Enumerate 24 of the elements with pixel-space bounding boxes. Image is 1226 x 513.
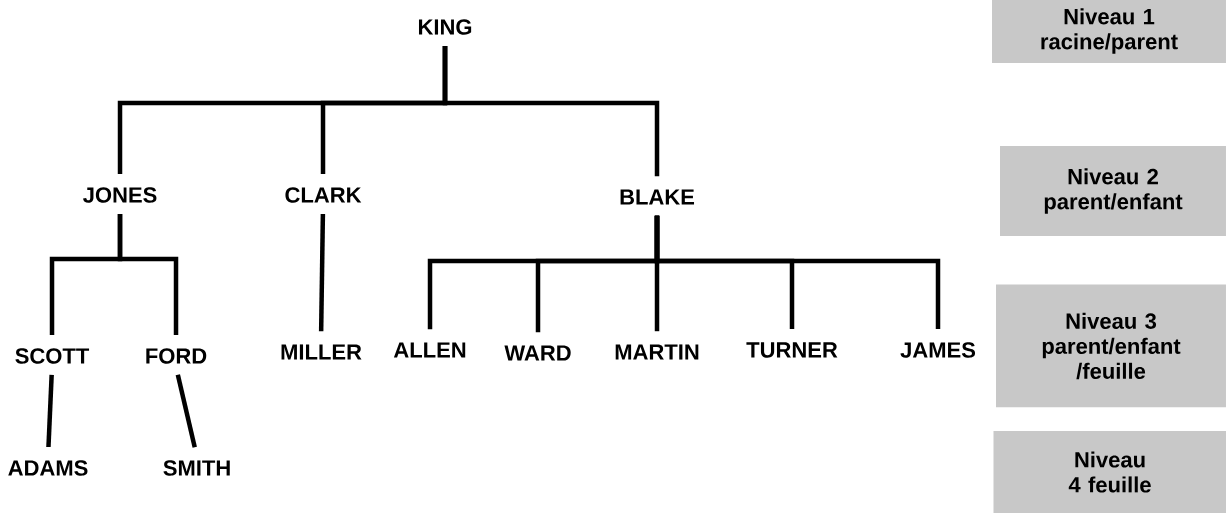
employee-name: SCOTT	[15, 348, 90, 364]
employee-name: SMITH	[163, 460, 230, 476]
employee-name: CLARK	[285, 187, 362, 203]
level-box: Niveau 3 parent/enfant /feuille	[996, 284, 1226, 408]
employee-name: MILLER	[281, 344, 362, 360]
employee-name: MARTIN	[615, 344, 699, 360]
employee-name: ALLEN	[393, 342, 466, 358]
employee-name: WARD	[504, 345, 571, 361]
level-box: Niveau 2 parent/enfant	[1000, 146, 1226, 236]
connector-line	[442, 46, 660, 177]
connector-line	[117, 213, 179, 335]
level-box: Niveau 1 racine/parent	[992, 0, 1226, 63]
employee-name: KING	[419, 19, 472, 35]
employee-name: TURNER	[746, 342, 838, 358]
connector-line	[318, 213, 326, 332]
level-box: Niveau 4 feuille	[993, 431, 1226, 513]
connector-line	[175, 374, 197, 448]
employee-name: BLAKE	[620, 189, 695, 205]
employee-name: JONES	[83, 187, 157, 203]
employee-name: JAMES	[900, 342, 976, 358]
connector-line	[654, 215, 941, 329]
employee-name: FORD	[146, 348, 207, 364]
employee-name: ADAMS	[8, 460, 88, 476]
connector-line	[46, 374, 54, 448]
